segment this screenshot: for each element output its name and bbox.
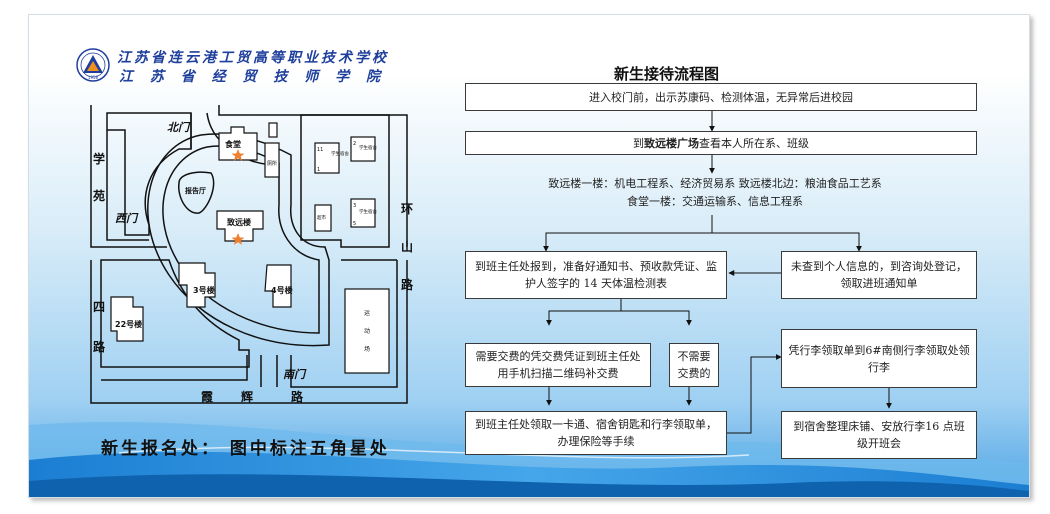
canteen-building	[218, 126, 258, 161]
toilet-building	[264, 142, 280, 178]
mini-building-label: 超市	[317, 214, 326, 221]
split-report	[548, 299, 689, 325]
map-block-topleft	[106, 112, 192, 236]
dorm-block-2	[350, 136, 376, 162]
road-bottom-char-3: 路	[291, 389, 304, 404]
flow-dept-locations: 致远楼一楼：机电工程系、经济贸易系 致远楼北边：粮油食品工艺系 食堂一楼：交通运…	[495, 175, 935, 211]
west-gate-label: 西门	[115, 212, 139, 225]
toilet-label: 厕所	[267, 160, 277, 167]
map-block-bottomleft	[100, 259, 250, 368]
road-bottom-char-1: 霞	[201, 390, 214, 404]
dorm-number-5: 5	[353, 221, 356, 227]
lecture-hall-label: 报告厅	[185, 186, 206, 195]
building-22	[110, 296, 144, 342]
dorm-label-1: 学生宿舍	[331, 150, 349, 157]
dorm-number-1: 1	[317, 167, 320, 173]
building-22-label: 22号楼	[115, 319, 142, 329]
flowchart-connectors	[543, 111, 892, 434]
road-left-char-1: 学	[93, 151, 105, 166]
flow-step-luggage: 凭行李领取单到6#南侧行李领取处领行李	[781, 329, 977, 388]
road-left-char-2: 苑	[93, 188, 105, 203]
step2-prefix: 到	[633, 136, 644, 150]
south-gate-label: 南门	[283, 368, 307, 381]
dorm-number-11: 11	[317, 147, 323, 153]
logo-year-text: 1958	[88, 75, 99, 80]
flow-step-check-class: 到致远楼广场查看本人所在系、班级	[465, 131, 977, 155]
step2-suffix: 查看本人所在系、班级	[699, 136, 809, 150]
map-bottom-road-strips	[101, 260, 398, 388]
road-left-lower-char-1: 四	[93, 300, 105, 314]
playground-char-1: 运	[364, 309, 370, 317]
road-right-char-2: 山	[401, 239, 413, 254]
map-oval-road-outer	[147, 133, 330, 347]
canteen-label: 食堂	[225, 139, 241, 149]
flow-step-no-info: 未查到个人信息的，到咨询处登记，领取进班通知单	[781, 251, 977, 299]
zhiyuan-building	[216, 210, 264, 242]
campus-map: 北门 西门 南门 学 苑 四 路 环 山 路 霞 辉 路 食堂 报告厅 致远楼 …	[90, 105, 414, 404]
road-left-lower-char-2: 路	[93, 339, 106, 354]
playground-char-3: 场	[364, 345, 370, 353]
flow-step-pay-needed: 需要交费的凭交费凭证到班主任处用手机扫描二维码补交费	[465, 343, 651, 387]
dorm-block-1	[314, 142, 340, 174]
registration-location-note: 新生报名处： 图中标注五角星处	[101, 439, 390, 459]
building-3-label: 3号楼	[193, 285, 215, 295]
road-right-char-3: 路	[401, 277, 414, 292]
dept-line-1: 致远楼一楼：机电工程系、经济贸易系 致远楼北边：粮油食品工艺系	[548, 177, 882, 190]
registration-star-canteen	[231, 149, 245, 161]
registration-star-zhiyuan	[231, 233, 245, 245]
dorm-number-3: 3	[353, 203, 356, 209]
small-building	[268, 122, 278, 138]
building-4-label: 4号楼	[271, 285, 293, 295]
map-left-strip	[106, 130, 149, 241]
road-bottom-char-2: 辉	[241, 390, 253, 404]
poster-board: 1958 江苏省连云港工贸高等职业技术学校 江 苏 省 经 贸 技 师 学 院	[28, 14, 1030, 498]
split-line-depts	[545, 215, 859, 251]
dorm-label-3: 学生宿舍	[359, 208, 377, 215]
map-block-right	[300, 114, 390, 248]
building-4	[264, 264, 292, 308]
dept-line-2: 食堂一楼：交通运输系、信息工程系	[627, 195, 803, 208]
school-name-primary: 江苏省连云港工贸高等职业技术学校	[117, 50, 389, 66]
flowchart-title: 新生接待流程图	[614, 65, 720, 83]
lecture-hall-outline	[178, 171, 215, 214]
flow-step-enter-gate: 进入校门前，出示苏康码、检测体温，无异常后进校园	[465, 83, 977, 111]
dorm-block-3	[350, 198, 376, 228]
building-3	[178, 262, 216, 308]
school-logo: 1958	[76, 48, 110, 82]
playground-field	[344, 288, 390, 374]
step2-place: 致远楼广场	[644, 136, 699, 150]
north-gate-label: 北门	[167, 121, 191, 134]
flow-step-dorm: 到宿舍整理床铺、安放行李16 点班级开班会	[781, 411, 977, 459]
school-name-secondary: 江 苏 省 经 贸 技 师 学 院	[119, 69, 386, 85]
dorm-number-2: 2	[353, 141, 356, 147]
arrow-collect-luggage	[727, 354, 782, 434]
flow-step-no-pay: 不需要交费的	[669, 343, 719, 387]
flow-step-collect: 到班主任处领取一卡通、宿舍钥匙和行李领取单，办理保险等手续	[465, 411, 727, 455]
flow-step-report: 到班主任处报到，准备好通知书、预收款凭证、监护人签字的 14 天体温检测表	[465, 251, 727, 299]
zhiyuan-label: 致远楼	[227, 217, 251, 227]
mini-building	[314, 204, 332, 232]
playground-char-2: 动	[364, 328, 370, 335]
road-right-char-1: 环	[401, 202, 413, 216]
dorm-label-2: 学生宿舍	[359, 144, 377, 151]
